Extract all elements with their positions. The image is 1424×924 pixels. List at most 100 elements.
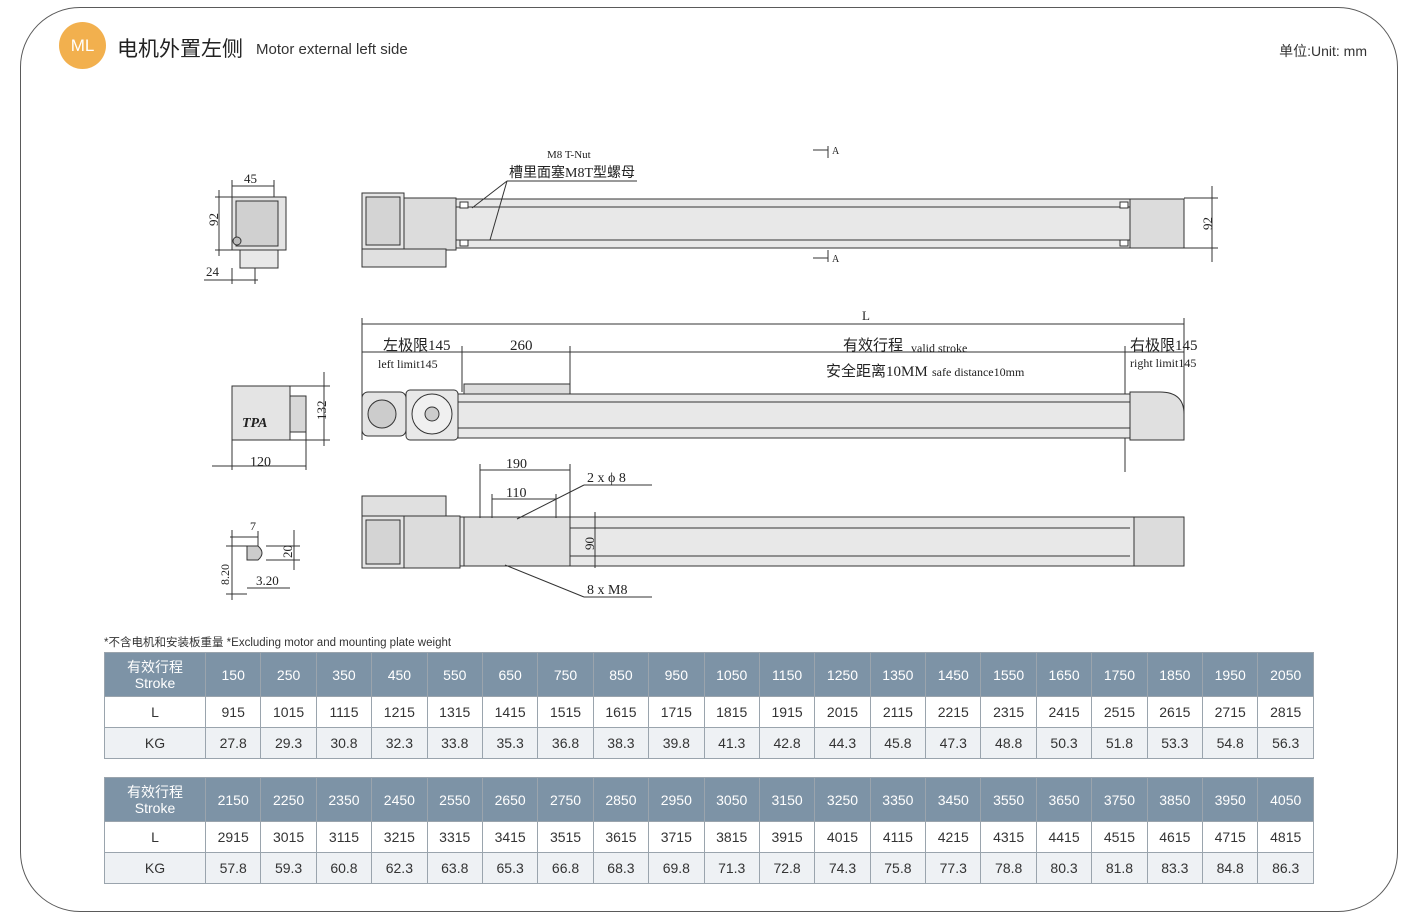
weight-cell: 86.3	[1257, 852, 1314, 884]
length-cell: 4115	[869, 821, 927, 853]
weight-cell: 45.8	[869, 727, 927, 759]
weight-cell: 57.8	[204, 852, 262, 884]
weight-cell: 75.8	[869, 852, 927, 884]
weight-cell: 63.8	[426, 852, 483, 884]
dim-7: 7	[250, 519, 256, 533]
stroke-cell: 1650	[1035, 652, 1093, 697]
dim-90: 90	[582, 537, 597, 550]
length-cell: 3815	[703, 821, 760, 853]
bottom-view	[226, 464, 1185, 600]
weight-cell: 36.8	[537, 727, 594, 759]
table-row-weight: KG 57.8 59.3 60.8 62.3 63.8 65.3 66.8 68…	[104, 852, 1314, 884]
dim-24: 24	[206, 264, 220, 279]
title-chinese: 电机外置左侧	[117, 38, 243, 61]
left-limit-cn: 左极限145	[383, 337, 451, 354]
stroke-cell: 3250	[814, 777, 871, 822]
stroke-cell: 2650	[481, 777, 539, 822]
right-limit-cn: 右极限145	[1130, 337, 1198, 354]
length-cell: 2515	[1091, 696, 1148, 728]
length-cell: 1415	[481, 696, 539, 728]
stroke-cell: 2750	[537, 777, 594, 822]
weight-cell: 30.8	[315, 727, 373, 759]
length-cell: 2915	[204, 821, 262, 853]
weight-cell: 27.8	[204, 727, 262, 759]
dim-20: 20	[280, 545, 295, 558]
stroke-cell: 1850	[1146, 652, 1204, 697]
weight-cell: 78.8	[980, 852, 1037, 884]
stroke-cell: 1950	[1202, 652, 1259, 697]
stroke-cell: 3850	[1146, 777, 1204, 822]
screws-label: 8 x M8	[587, 583, 627, 598]
stroke-cell: 1350	[869, 652, 927, 697]
length-cell: 3515	[537, 821, 594, 853]
length-cell: 3715	[648, 821, 705, 853]
dim-110: 110	[506, 486, 526, 501]
stroke-cell: 3550	[980, 777, 1037, 822]
weight-cell: 66.8	[537, 852, 594, 884]
dim-92-right: 92	[1200, 217, 1215, 230]
weight-cell: 38.3	[592, 727, 650, 759]
stroke-cell: 3450	[925, 777, 982, 822]
end-view-top	[204, 180, 287, 284]
length-cell: 1115	[315, 696, 373, 728]
section-mark-top: A	[832, 146, 840, 157]
technical-drawing: M8 T-Nut 槽里面塞M8T型螺母 A A 45 92 24 92 L 左极…	[204, 146, 1218, 600]
stroke-cell: 450	[371, 652, 428, 697]
stroke-cell: 2850	[592, 777, 650, 822]
length-cell: 3215	[371, 821, 428, 853]
weight-cell: 47.3	[925, 727, 982, 759]
stroke-cell: 950	[648, 652, 705, 697]
front-view	[212, 318, 1185, 472]
length-cell: 1015	[260, 696, 317, 728]
length-cell: 4515	[1091, 821, 1148, 853]
tpa-logo: TPA	[242, 416, 267, 431]
weight-cell: 33.8	[426, 727, 483, 759]
dim-45: 45	[244, 171, 257, 186]
stroke-cell: 2350	[315, 777, 373, 822]
weight-cell: 42.8	[758, 727, 816, 759]
stroke-cell: 3150	[758, 777, 816, 822]
weight-cell: 83.3	[1146, 852, 1204, 884]
valid-stroke-cn: 有效行程	[843, 337, 903, 354]
stroke-cell: 350	[315, 652, 373, 697]
length-cell: 1715	[648, 696, 705, 728]
weight-label: KG	[104, 727, 206, 759]
weight-cell: 81.8	[1091, 852, 1148, 884]
length-cell: 1815	[703, 696, 760, 728]
length-cell: 3015	[260, 821, 317, 853]
stroke-cell: 2150	[204, 777, 262, 822]
stroke-cell: 1550	[980, 652, 1037, 697]
stroke-cell: 1050	[703, 652, 760, 697]
dim-190: 190	[506, 457, 527, 472]
length-cell: 4415	[1035, 821, 1093, 853]
weight-cell: 69.8	[648, 852, 705, 884]
stroke-cell: 2950	[648, 777, 705, 822]
length-cell: 4615	[1146, 821, 1204, 853]
weight-cell: 77.3	[925, 852, 982, 884]
unit-label: 单位:Unit: mm	[1279, 43, 1367, 59]
stroke-cell: 650	[481, 652, 539, 697]
tnut-label-en: M8 T-Nut	[547, 149, 591, 161]
length-label: L	[104, 696, 206, 728]
weight-cell: 54.8	[1202, 727, 1259, 759]
dim-3-20: 3.20	[256, 573, 279, 588]
safe-distance-cn: 安全距离10MM	[826, 362, 928, 380]
length-cell: 1615	[592, 696, 650, 728]
section-mark-bottom: A	[832, 254, 840, 265]
stroke-cell: 3050	[703, 777, 760, 822]
title-english: Motor external left side	[256, 41, 408, 58]
holes-label: 2 x ϕ 8	[587, 471, 626, 486]
stroke-cell: 2250	[260, 777, 317, 822]
weight-label: KG	[104, 852, 206, 884]
stroke-cell: 750	[537, 652, 594, 697]
weight-cell: 59.3	[260, 852, 317, 884]
weight-cell: 44.3	[814, 727, 871, 759]
stroke-cell: 1450	[925, 652, 982, 697]
weight-cell: 65.3	[481, 852, 539, 884]
stroke-cell: 3650	[1035, 777, 1093, 822]
